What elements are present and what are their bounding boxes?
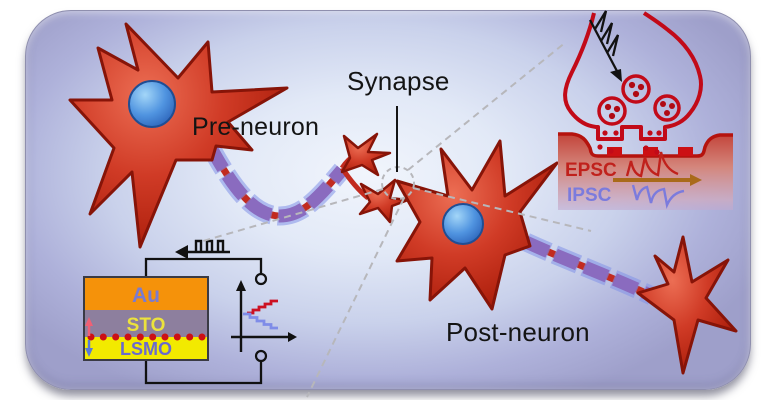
ipsc-trace [631,184,685,210]
ion-migration-up-arrow-icon [85,317,93,336]
layer-sto [84,310,208,337]
post-myelin [523,236,655,302]
pre-myelin [204,142,347,223]
neurotransmitter-dots [597,130,662,155]
potentiation-staircase [247,299,278,315]
interface-oxygen-dots [87,333,206,341]
device-schematic: Au STO LSMO [83,239,297,385]
post-neuron [395,139,738,375]
post-nucleus [442,203,484,245]
dash-to-inset-bottom [412,187,592,232]
pulse-train-icon [175,239,230,259]
receptor-squares [607,147,693,156]
epsc-label: EPSC [565,160,617,181]
circuit-wire-top [144,257,263,277]
ipsc-label: IPSC [567,185,612,206]
stack-border [83,276,209,361]
device-stack: Au STO LSMO [83,276,209,361]
current-direction-arrow-icon [613,174,702,186]
postsynaptic-membrane-fill [558,134,733,210]
layer-sto-label: STO [127,315,166,336]
pre-neuron [68,22,410,249]
pre-neuron-label: Pre-neuron [192,113,320,141]
layer-lsmo [84,337,208,360]
pre-terminal-a [340,132,392,177]
spike-arrowhead [610,69,622,82]
synapse-label: Synapse [347,66,450,96]
layer-au-label: Au [132,284,160,307]
pre-terminal-b [358,178,410,224]
synapse-callout-circle [381,166,415,200]
dash-to-device-top [202,188,384,242]
dash-to-device-bottom [306,197,405,398]
ion-migration-down-arrow-icon [85,340,93,357]
epsc-trace [625,151,679,178]
post-terminal [636,235,738,375]
depression-staircase [243,312,278,330]
callout-dashes [202,41,592,398]
post-neuron-label: Post-neuron [446,317,590,347]
presynaptic-bouton [563,11,703,141]
layer-lsmo-label: LSMO [120,339,172,359]
vesicles [597,74,681,126]
conductance-graph [231,280,297,352]
pre-soma [68,22,289,249]
circuit-wire-bottom [144,360,263,385]
synapse-inset: EPSC IPSC [558,10,733,210]
terminal-top [254,272,268,286]
dash-to-inset-top [407,41,567,171]
synapse-pointer-line [396,106,398,172]
layer-au [84,277,208,310]
vesicle-dots [604,81,675,120]
pre-nucleus [128,80,176,128]
spike-train-arrow-icon [588,10,620,74]
terminal-bottom [254,349,268,363]
